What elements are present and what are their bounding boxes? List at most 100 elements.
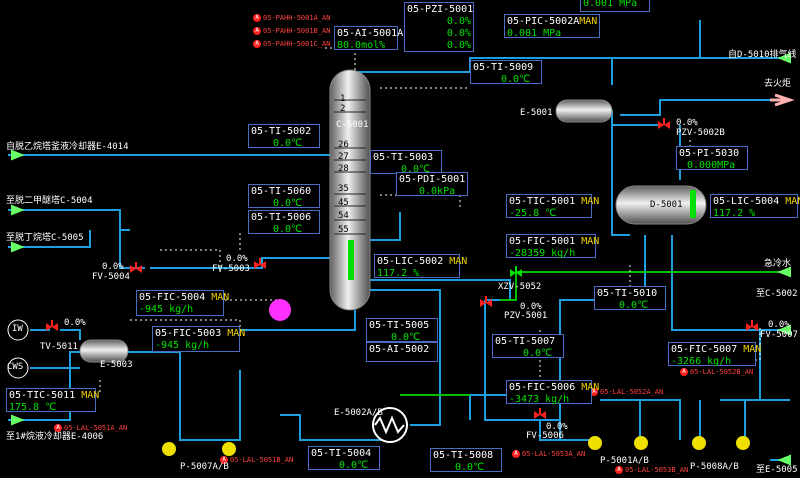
tag-pzi-5001[interactable]: 05-PZI-5001 0.0% 0.0% 0.0% xyxy=(404,2,474,52)
stream-quench: 急冷水 xyxy=(764,259,792,269)
tag-value: 0.000MPa xyxy=(687,160,736,171)
pump-p5008a[interactable] xyxy=(692,436,706,450)
tray-26: 26 xyxy=(338,140,349,150)
valve-pzv-5002b[interactable] xyxy=(658,118,670,132)
valve-tv-5011[interactable] xyxy=(46,320,58,334)
tag-ai-5002[interactable]: 05-AI-5002 xyxy=(366,342,438,362)
tag-ti-5006[interactable]: 05-TI-5006 0.0℃ xyxy=(248,210,320,235)
valve-pzv-5001[interactable] xyxy=(480,296,492,310)
tag-name: 05-TI-5006 xyxy=(251,212,312,223)
tag-ti-5002[interactable]: 05-TI-5002 0.0℃ xyxy=(248,124,320,149)
tag-tic-5001[interactable]: 05-TIC-5001 MAN -25.8 ℃ xyxy=(506,194,599,219)
tag-ti-5007[interactable]: 05-TI-5007 0.0℃ xyxy=(492,334,564,359)
stream-from-e4014: 自脱乙烷塔釜液冷却器E-4014 xyxy=(6,142,129,152)
label-e5003: E-5003 xyxy=(100,360,133,370)
tag-value: -3473 kg/h xyxy=(509,394,570,405)
pump-p5001b[interactable] xyxy=(634,436,648,450)
tag-name: 05-FIC-5001 xyxy=(509,236,576,247)
tag-value: 0.0℃ xyxy=(339,460,369,471)
tag-mode: MAN xyxy=(785,196,800,207)
tag-fic-5001[interactable]: 05-FIC-5001 MAN -28359 kg/h xyxy=(506,234,599,259)
tag-name: 05-TI-5010 xyxy=(597,288,658,299)
valve-fv-5007[interactable] xyxy=(746,320,758,334)
stream-to-c5005: 至脱丁烷塔C-5005 xyxy=(6,233,84,243)
tag-name: 05-FIC-5007 xyxy=(671,344,738,355)
valve-fv-5004[interactable] xyxy=(130,262,142,276)
tag-value: 80.0mol% xyxy=(337,40,386,51)
tag-ti-5003[interactable]: 05-TI-5003 0.0℃ xyxy=(370,150,442,175)
tag-fic-5007[interactable]: 05-FIC-5007 MAN -3266 kg/h xyxy=(668,342,761,367)
valve-fv-5006[interactable] xyxy=(534,408,546,422)
tag-name: 05-TI-5003 xyxy=(373,152,434,163)
tag-top-right[interactable]: 0.001 MPa xyxy=(580,0,650,12)
tray-28: 28 xyxy=(338,164,349,174)
tag-value: -25.8 ℃ xyxy=(509,208,557,219)
stream-to-e4006: 至1#烷液冷却器E-4006 xyxy=(6,432,104,442)
tag-name: 05-TI-5002 xyxy=(251,126,312,137)
tag-lic-5004[interactable]: 05-LIC-5004 MAN 117.2 % xyxy=(710,194,800,219)
tag-name: 05-PIC-5002A xyxy=(507,16,580,27)
tray-27: 27 xyxy=(338,152,349,162)
stream-to-flare: 去火炬 xyxy=(764,79,792,89)
valve-pct: 0.0% xyxy=(676,118,698,128)
tag-fic-5003[interactable]: 05-FIC-5003 MAN -945 kg/h xyxy=(152,326,245,352)
tray-45: 45 xyxy=(338,198,349,208)
tag-ti-5004[interactable]: 05-TI-5004 0.0℃ xyxy=(308,446,380,471)
tag-pdi-5001[interactable]: 05-PDI-5001 0.0kPa xyxy=(396,172,468,197)
tag-pic-5002a[interactable]: 05-PIC-5002AMAN 0.001 MPa xyxy=(504,14,600,39)
tag-fic-5004[interactable]: 05-FIC-5004 MAN -945 kg/h xyxy=(136,290,229,316)
tag-fic-5006[interactable]: 05-FIC-5006 MAN -3473 kg/h xyxy=(506,380,599,405)
tag-mode: MAN xyxy=(227,328,246,339)
tray-54: 54 xyxy=(338,211,349,221)
valve-name: FV-5006 xyxy=(526,431,564,441)
tag-ai-5001a[interactable]: 05-AI-5001A 80.0mol% xyxy=(334,26,403,51)
tag-value: 0.0% xyxy=(446,40,471,51)
valve-name: FV-5007 xyxy=(760,330,798,340)
pump-p5007b[interactable] xyxy=(222,442,236,456)
valve-name: FV-5003 xyxy=(212,264,250,274)
label-p5008: P-5008A/B xyxy=(690,462,739,472)
valve-name: FV-5004 xyxy=(92,272,130,282)
pump-p5008b[interactable] xyxy=(736,436,750,450)
tag-name: 05-TI-5007 xyxy=(495,336,556,347)
tag-tic-5011[interactable]: 05-TIC-5011 MAN 175.8 ℃ xyxy=(6,388,99,413)
label-e5002: E-5002A/B xyxy=(334,408,383,418)
tag-lic-5002[interactable]: 05-LIC-5002 MAN 117.2 % xyxy=(374,254,467,279)
valve-fv-5003[interactable] xyxy=(254,258,266,272)
condenser-e5001 xyxy=(555,99,613,123)
valve-name: PZV-5002B xyxy=(676,128,725,138)
stream-from-d5010: 自D-5010排气线 xyxy=(728,50,797,60)
tag-name: 05-PZI-5001 xyxy=(407,4,474,15)
tag-value: 117.2 % xyxy=(713,208,756,219)
tag-name: 05-TI-5004 xyxy=(311,448,372,459)
valve-pct: 0.0% xyxy=(226,254,248,264)
tag-ti-5005[interactable]: 05-TI-5005 0.0℃ xyxy=(366,318,438,343)
valve-xzv-5052[interactable] xyxy=(510,266,522,280)
stream-to-c5002: 至C-5002 xyxy=(756,289,798,299)
label-p5001: P-5001A/B xyxy=(600,456,649,466)
tag-name: 05-PI-5030 xyxy=(679,148,740,159)
tag-mode: MAN xyxy=(211,292,230,303)
pump-p5007a[interactable] xyxy=(162,442,176,456)
tag-mode: MAN xyxy=(743,344,762,355)
tag-ti-5060[interactable]: 05-TI-5060 0.0℃ xyxy=(248,184,320,209)
tag-value: 0.0℃ xyxy=(401,164,431,175)
tag-ti-5008[interactable]: 05-TI-5008 0.0℃ xyxy=(430,448,502,473)
tag-ti-5009[interactable]: 05-TI-5009 0.0℃ xyxy=(470,60,542,85)
tag-name: 05-PDI-5001 xyxy=(399,174,466,185)
tag-pi-5030[interactable]: 05-PI-5030 0.000MPa xyxy=(676,146,748,171)
pump-p5001a[interactable] xyxy=(588,436,602,450)
tag-name: 05-TI-5008 xyxy=(433,450,494,461)
valve-pct: 0.0% xyxy=(520,302,542,312)
tag-ti-5010[interactable]: 05-TI-5010 0.0℃ xyxy=(594,286,666,311)
